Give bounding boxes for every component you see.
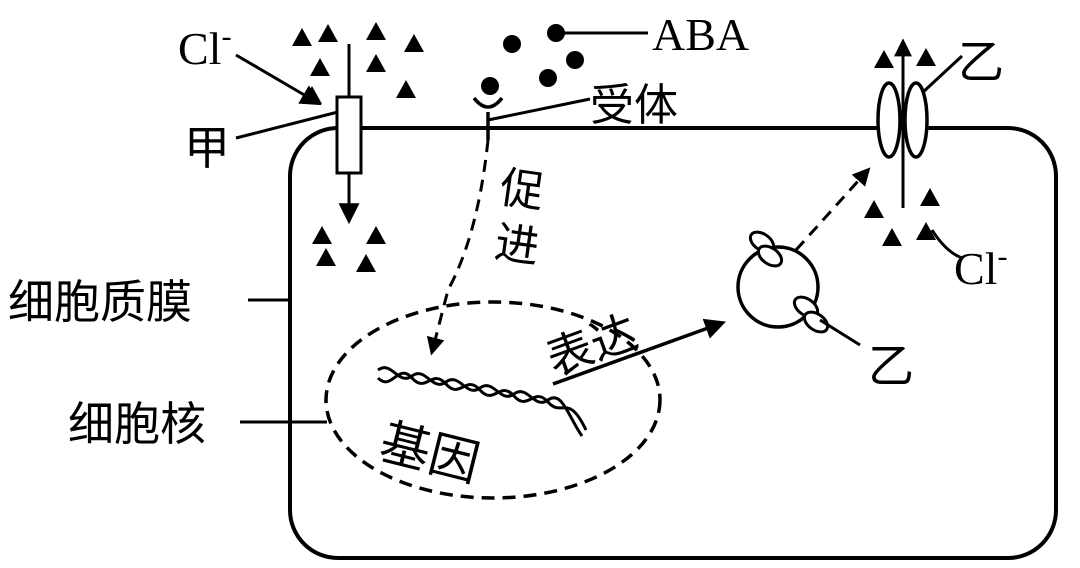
chloride-ions-right: [864, 48, 940, 246]
receptor: [472, 96, 591, 140]
promote-label-2: 进: [492, 217, 543, 274]
chloride-ions-inside-left: [312, 226, 386, 272]
yi-top-label: 乙: [958, 35, 1004, 89]
jia-label: 甲: [184, 121, 230, 175]
chloride-ions-outside: [292, 22, 424, 104]
aba-label: ABA: [652, 9, 749, 60]
vesicle-with-yi: [736, 230, 861, 347]
nucleus-envelope: [324, 300, 662, 500]
gene-label: 基因: [374, 413, 485, 493]
express-label: 表达: [539, 304, 644, 386]
cl-top-label: Cl-: [178, 20, 231, 74]
jia-pointer: [235, 110, 339, 140]
cl-right-pointer: [930, 229, 963, 260]
cell-membrane: [288, 126, 1058, 560]
promote-pathway: [426, 139, 490, 356]
vesicle-transport-arrow: [794, 167, 871, 252]
receptor-label: 受体: [590, 80, 678, 131]
gene-dna: [376, 366, 588, 437]
nucleus-label: 细胞核: [68, 397, 206, 451]
cl-right-label: Cl-: [954, 240, 1007, 294]
yi-vesicle-label: 乙: [868, 339, 914, 393]
promote-label-1: 促: [497, 162, 548, 219]
express-arrow: [552, 318, 726, 386]
channel-jia: [335, 44, 363, 225]
plasma-membrane-label: 细胞质膜: [8, 275, 192, 329]
aba-molecules: [481, 24, 584, 95]
channel-yi: [876, 38, 964, 208]
cl-top-pointer: [235, 53, 322, 106]
